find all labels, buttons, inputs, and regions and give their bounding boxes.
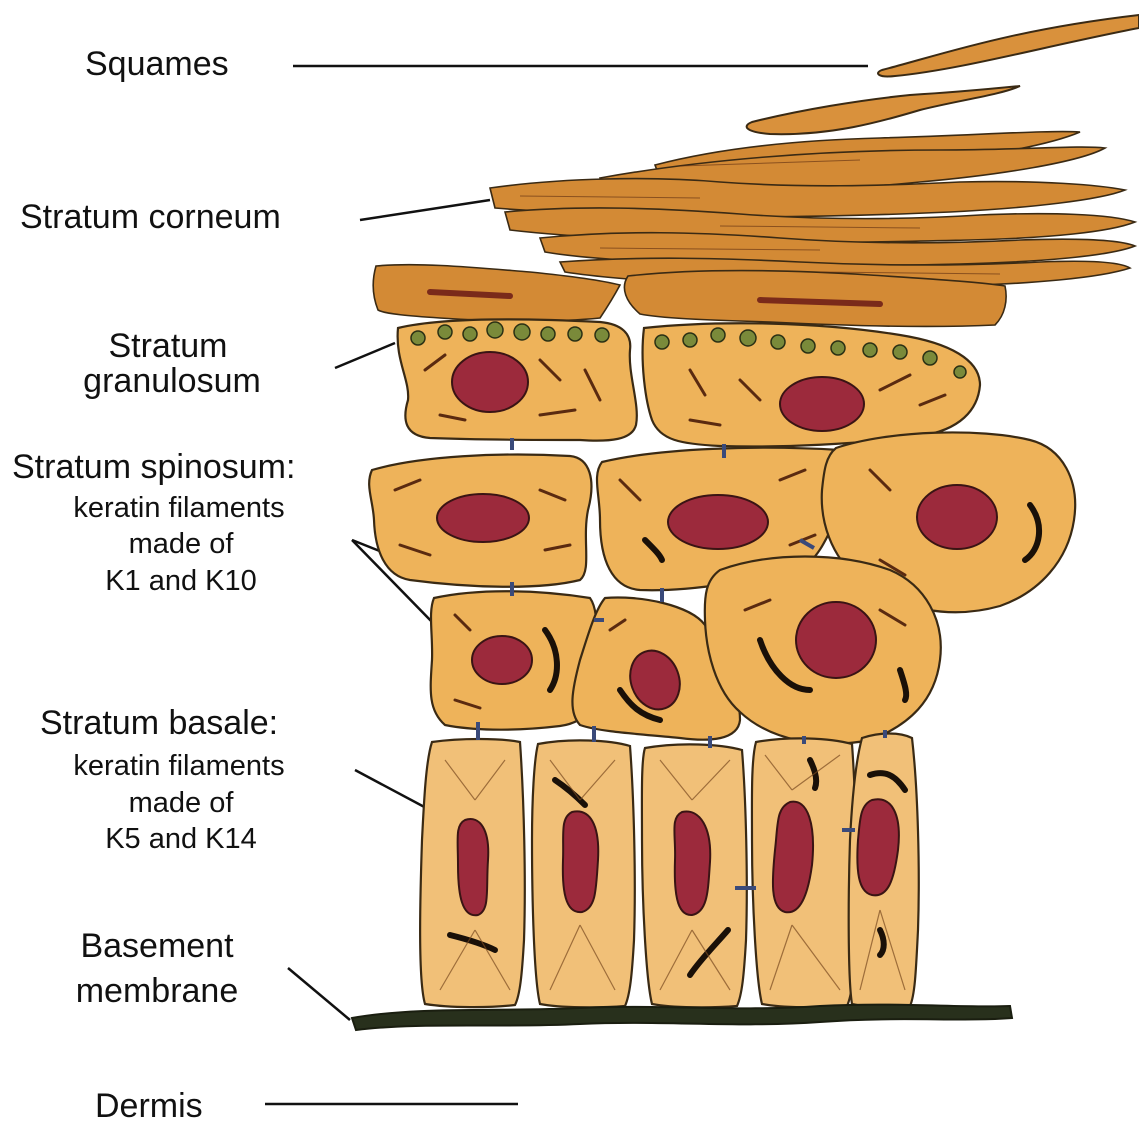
nucleus <box>668 495 768 549</box>
nucleus <box>472 636 532 684</box>
granule <box>595 328 609 342</box>
leader-basale <box>355 770 430 810</box>
label-basement-membrane-line1: Basement <box>80 927 234 965</box>
nucleus <box>563 811 598 912</box>
label-basale-desc-line3: K5 and K14 <box>105 823 257 855</box>
label-stratum-basale: Stratum basale: <box>40 704 278 742</box>
granule <box>740 330 756 346</box>
label-stratum-corneum: Stratum corneum <box>20 198 281 236</box>
granule <box>568 327 582 341</box>
label-basale-desc-line1: keratin filaments <box>73 750 284 782</box>
nucleus <box>780 377 864 431</box>
label-stratum-granulosum-line2: granulosum <box>83 362 261 400</box>
granule <box>487 322 503 338</box>
label-basement-membrane-line2: membrane <box>76 972 239 1010</box>
leader-stratum-corneum <box>360 200 490 220</box>
granule <box>438 325 452 339</box>
nucleus <box>458 819 489 915</box>
label-stratum-granulosum-line1: Stratum <box>108 327 227 365</box>
granule <box>711 328 725 342</box>
granule <box>893 345 907 359</box>
stratum-spinosum <box>369 432 1075 743</box>
label-squames: Squames <box>85 45 229 83</box>
stratum-basale <box>420 734 919 1008</box>
leader-stratum-granulosum <box>335 343 395 368</box>
remnant <box>430 292 510 296</box>
granule <box>801 339 815 353</box>
granule <box>954 366 966 378</box>
nucleus <box>437 494 529 542</box>
granule <box>541 327 555 341</box>
granule <box>411 331 425 345</box>
granule <box>514 324 530 340</box>
leader-basement <box>288 968 350 1020</box>
granule <box>923 351 937 365</box>
squame-top <box>878 15 1139 76</box>
label-stratum-spinosum: Stratum spinosum: <box>12 448 295 486</box>
nucleus <box>674 811 710 915</box>
granule <box>771 335 785 349</box>
squame-2 <box>747 86 1020 134</box>
granule <box>683 333 697 347</box>
basement-membrane <box>352 1005 1012 1030</box>
label-spinosum-desc-line3: K1 and K10 <box>105 565 257 597</box>
granule <box>831 341 845 355</box>
nucleus <box>452 352 528 412</box>
label-spinosum-desc-line1: keratin filaments <box>73 492 284 524</box>
granule <box>863 343 877 357</box>
label-basale-desc-line2: made of <box>129 787 235 819</box>
granule <box>463 327 477 341</box>
label-dermis: Dermis <box>95 1087 203 1121</box>
remnant <box>760 300 880 304</box>
squames-group <box>747 15 1139 134</box>
stratum-granulosum <box>398 320 980 447</box>
nucleus <box>917 485 997 549</box>
label-spinosum-desc-line2: made of <box>129 528 235 560</box>
granule <box>655 335 669 349</box>
nucleus <box>796 602 876 678</box>
